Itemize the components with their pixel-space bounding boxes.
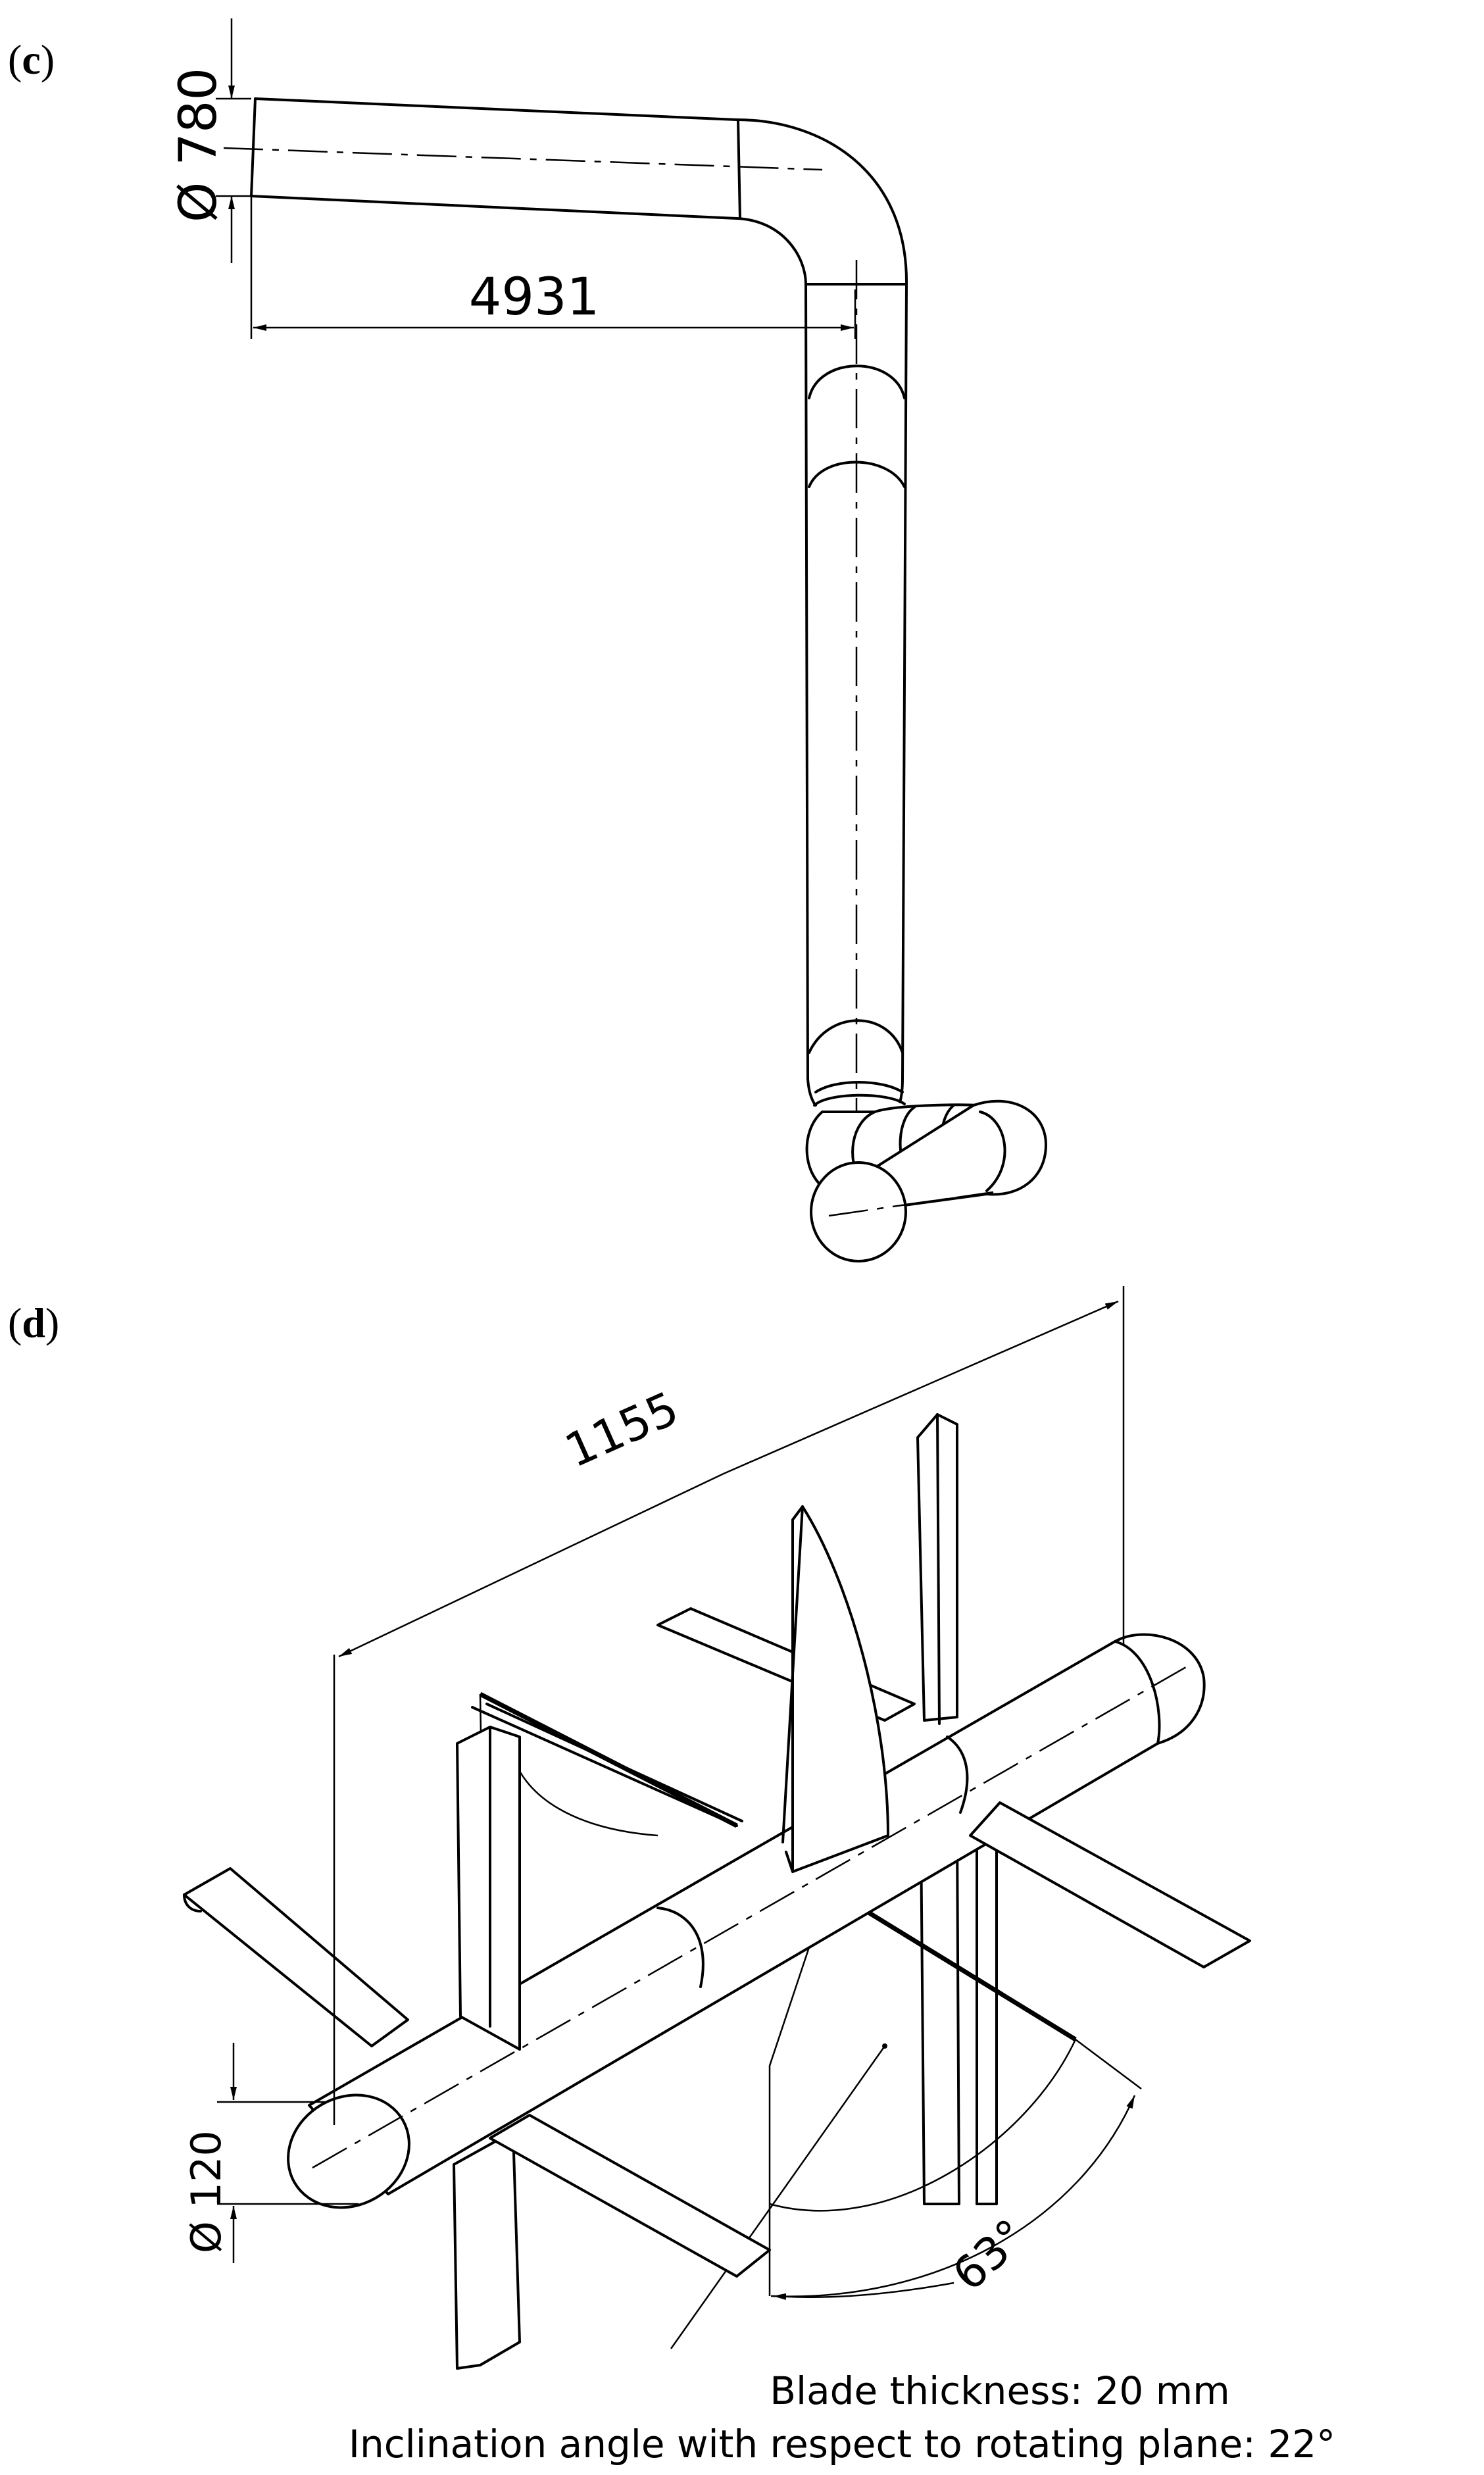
panel-d-label: (d) [8,1299,59,1346]
diameter-symbol: Ø [169,182,228,222]
panel-c-label: (c) [8,36,55,83]
note-inclination-angle: Inclination angle with respect to rotati… [349,2422,1335,2466]
dim-shaft-diameter-value: 120 [182,2130,230,2208]
note-blade-thickness: Blade thickness: 20 mm [770,2368,1230,2413]
panel-c: (c) [8,18,1047,1262]
vertical-pipe [804,260,908,1132]
back-blades [916,1413,998,2205]
dim-pipe-diameter: Ø 780 [169,18,251,263]
svg-text:Ø 120: Ø 120 [182,2130,230,2253]
pipe-elbow [735,118,908,286]
blade-upper-right [656,1607,916,1722]
blade-center-tapered [781,1505,889,1873]
blade-lower-left [489,2114,771,2278]
dim-pipe-diameter-value: 780 [169,68,228,166]
dim-pipe-length: 4931 [250,197,856,339]
horizontal-pipe [223,97,823,220]
panel-d-letter: d [22,1299,45,1346]
pipe-outlet [805,1078,1047,1262]
svg-text:Ø 780: Ø 780 [169,68,228,222]
diameter-symbol: Ø [182,2221,230,2253]
blade-front-vertical [453,1703,743,2370]
dim-blade-angle-value: 63° [943,2210,1037,2301]
blade-right [969,1801,1251,1968]
dim-pipe-length-value: 4931 [469,268,600,327]
shaft [287,1633,1206,2209]
dim-impeller-width-value: 1155 [557,1381,686,1478]
panel-c-letter: c [22,36,40,83]
panel-d: (d) [8,1286,1335,2466]
blade-left [183,1867,409,2047]
dim-shaft-diameter: Ø 120 [182,2043,359,2263]
